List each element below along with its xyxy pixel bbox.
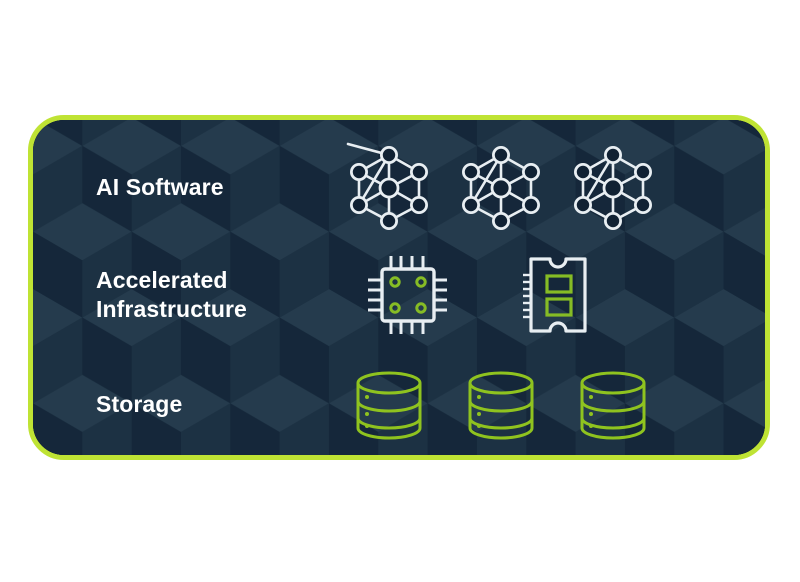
icon-slot: [557, 370, 669, 440]
icon-slot: [333, 142, 445, 232]
row-label-accelerated-infrastructure: Accelerated Infrastructure: [96, 266, 247, 322]
neural-network-icon: [346, 142, 429, 231]
database-stack-icon: [468, 371, 534, 440]
icon-slot: [445, 144, 557, 232]
database-stack-icon: [580, 371, 646, 440]
database-stack-icon: [356, 371, 422, 440]
row-accelerated-infrastructure: Accelerated Infrastructure: [33, 240, 765, 350]
row-icons-ai-software: [333, 142, 765, 232]
row-icons-accelerated-infrastructure: [333, 252, 765, 338]
icon-slot: [333, 252, 483, 338]
row-label-ai-software: AI Software: [96, 174, 224, 201]
icon-slot: [333, 370, 445, 440]
icon-slot: [445, 370, 557, 440]
icon-slot: [483, 256, 633, 334]
row-icons-storage: [333, 370, 765, 440]
neural-network-icon: [462, 146, 541, 231]
stack-diagram-card: AI Software: [28, 115, 770, 460]
row-storage: Storage: [33, 350, 765, 455]
row-label-storage: Storage: [96, 391, 183, 418]
memory-module-icon: [523, 257, 587, 333]
neural-network-icon: [574, 146, 653, 231]
cpu-chip-icon: [368, 256, 447, 334]
row-ai-software: AI Software: [33, 133, 765, 243]
icon-slot: [557, 144, 669, 232]
